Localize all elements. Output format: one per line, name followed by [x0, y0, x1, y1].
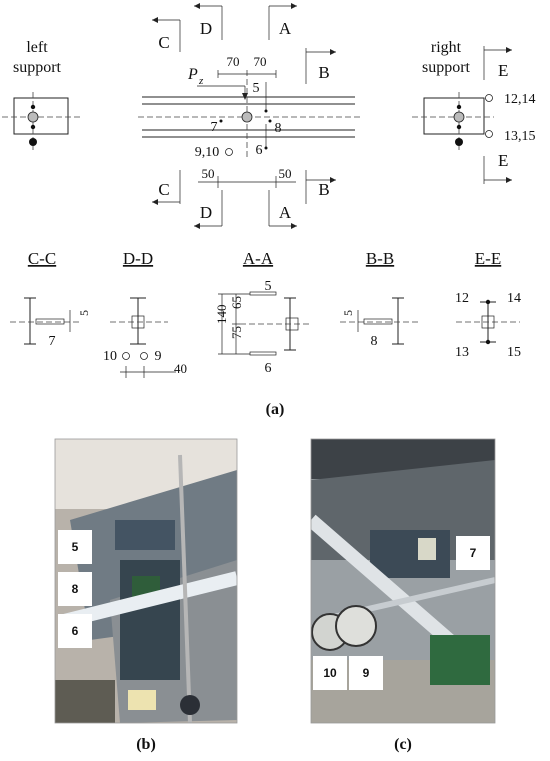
photo-b-tag-8: 8	[72, 582, 79, 596]
gauge-7-top: 7	[211, 120, 218, 135]
top-view-schematic: left support C D A	[2, 3, 536, 229]
section-views: C-C 5 7 D-D 10 9 40	[10, 249, 521, 378]
caption-c: (c)	[394, 736, 412, 753]
section-a-top: A	[279, 19, 292, 38]
dim-70-right: 70	[254, 54, 267, 69]
section-ee-title: E-E	[475, 249, 501, 268]
photo-b-tag-5: 5	[72, 540, 79, 554]
section-aa: A-A 5 6 140 65 75	[214, 249, 310, 376]
photo-b	[55, 439, 237, 723]
gauge-6-top: 6	[256, 143, 263, 158]
section-ee-14: 14	[507, 291, 521, 306]
left-support-drawing	[2, 92, 80, 150]
dim-50-right: 50	[279, 166, 292, 181]
section-dd-10: 10	[103, 349, 117, 364]
gauge-8-top: 8	[275, 121, 282, 136]
load-label: P	[187, 66, 198, 83]
section-bb-title: B-B	[366, 249, 394, 268]
section-b-bottom: B	[318, 180, 329, 199]
section-bb-5: 5	[341, 310, 355, 316]
caption-b: (b)	[136, 736, 156, 753]
section-b-top: B	[318, 63, 329, 82]
section-aa-75: 75	[229, 326, 244, 339]
gauge-5-top: 5	[253, 81, 260, 96]
section-cc-7: 7	[49, 334, 56, 349]
gauge-9-10-top: 9,10	[195, 145, 220, 160]
section-aa-65: 65	[229, 296, 244, 309]
right-support-label-2: support	[422, 59, 471, 76]
photo-c-tag-7: 7	[470, 546, 477, 560]
section-cc-title: C-C	[28, 249, 56, 268]
section-c-top: C	[158, 33, 169, 52]
dim-70-left: 70	[227, 54, 240, 69]
section-e-top: E	[498, 61, 508, 80]
section-dd-title: D-D	[123, 249, 153, 268]
section-e-bottom: E	[498, 151, 508, 170]
section-dd-9: 9	[155, 349, 162, 364]
section-dd: D-D 10 9 40	[103, 249, 187, 378]
gauge-12-14-label: 12,14	[504, 92, 536, 107]
load-subscript: z	[198, 75, 204, 87]
section-dd-40: 40	[174, 361, 187, 376]
photo-b-tag-6: 6	[72, 624, 79, 638]
photo-c-tag-10: 10	[323, 666, 337, 680]
section-a-bottom: A	[279, 203, 292, 222]
gauge-13-15-label: 13,15	[504, 129, 536, 144]
section-aa-140: 140	[214, 305, 229, 325]
section-d-top: D	[200, 19, 212, 38]
section-c-bottom: C	[158, 180, 169, 199]
dim-50-left: 50	[202, 166, 215, 181]
section-aa-5: 5	[265, 279, 272, 294]
section-ee-15: 15	[507, 345, 521, 360]
main-beam	[138, 70, 362, 158]
right-support-drawing	[412, 92, 494, 150]
load-and-gauges: P z 70 70 5 8 7 6 9,10 50	[187, 54, 296, 188]
section-markers: C D A B C D	[152, 3, 336, 229]
section-aa-6: 6	[265, 361, 272, 376]
section-aa-title: A-A	[243, 249, 274, 268]
photo-b-tags: 5 8 6	[58, 530, 92, 648]
right-support-label-1: right	[431, 39, 462, 56]
section-ee: E-E 12 14 13 15	[455, 249, 521, 360]
section-bb: B-B 5 8	[340, 249, 420, 349]
left-support-label-2: support	[13, 59, 62, 76]
photo-c-tag-9: 9	[363, 666, 370, 680]
section-d-bottom: D	[200, 203, 212, 222]
section-ee-13: 13	[455, 345, 469, 360]
section-bb-8: 8	[371, 334, 378, 349]
left-support-label-1: left	[26, 39, 48, 56]
section-cc-5: 5	[77, 310, 91, 316]
photo-c-tags: 7 10 9	[313, 536, 490, 690]
section-cc: C-C 5 7	[10, 249, 91, 349]
section-ee-12: 12	[455, 291, 469, 306]
caption-a: (a)	[266, 401, 285, 418]
